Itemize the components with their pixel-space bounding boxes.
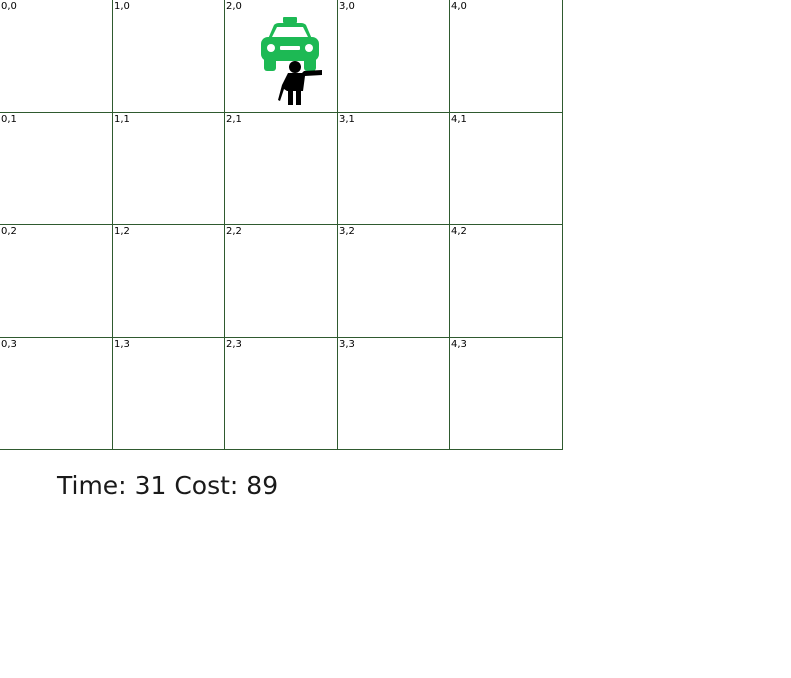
- grid-cell: 2,2: [225, 225, 338, 338]
- cell-coordinate-label: 1,1: [114, 114, 130, 125]
- cell-coordinate-label: 1,3: [114, 339, 130, 350]
- taxi-icon: [261, 17, 319, 71]
- grid-cell: 1,2: [113, 225, 225, 338]
- grid-cell: 3,3: [338, 338, 450, 450]
- grid-cell: 2,0: [225, 0, 338, 113]
- grid-cell: 1,0: [113, 0, 225, 113]
- status-bar: Time: 31 Cost: 89: [57, 470, 278, 502]
- grid-cell: 3,1: [338, 113, 450, 225]
- cell-coordinate-label: 3,1: [339, 114, 355, 125]
- grid-cell: 0,0: [0, 0, 113, 113]
- cell-coordinate-label: 0,3: [1, 339, 17, 350]
- cell-coordinate-label: 3,2: [339, 226, 355, 237]
- cell-coordinate-label: 0,2: [1, 226, 17, 237]
- grid-cell: 4,1: [450, 113, 563, 225]
- time-label: Time:: [57, 471, 127, 500]
- cell-coordinate-label: 3,3: [339, 339, 355, 350]
- grid-cell: 1,1: [113, 113, 225, 225]
- cost-label: Cost:: [174, 471, 239, 500]
- cell-coordinate-label: 4,1: [451, 114, 467, 125]
- cell-coordinate-label: 2,2: [226, 226, 242, 237]
- cell-coordinate-label: 0,1: [1, 114, 17, 125]
- cell-coordinate-label: 3,0: [339, 1, 355, 12]
- grid-cell: 1,3: [113, 338, 225, 450]
- cell-coordinate-label: 1,2: [114, 226, 130, 237]
- hailing-person-icon: [278, 61, 322, 105]
- grid-cell: 3,2: [338, 225, 450, 338]
- grid-cell: 0,3: [0, 338, 113, 450]
- grid-cell: 4,0: [450, 0, 563, 113]
- cost-value: 89: [246, 471, 279, 500]
- cell-coordinate-label: 2,3: [226, 339, 242, 350]
- city-grid: 0,0 1,0 2,0 3,0 4,0 0,1 1,1 2,1 3,1 4,1 0,2 1,2 2,2 3…: [0, 0, 564, 451]
- grid-cell: 0,2: [0, 225, 113, 338]
- cell-coordinate-label: 2,1: [226, 114, 242, 125]
- grid-cell: 4,3: [450, 338, 563, 450]
- cell-coordinate-label: 4,3: [451, 339, 467, 350]
- cell-coordinate-label: 4,0: [451, 1, 467, 12]
- cell-coordinate-label: 0,0: [1, 1, 17, 12]
- grid-cell: 4,2: [450, 225, 563, 338]
- grid-cell: 2,1: [225, 113, 338, 225]
- cell-coordinate-label: 1,0: [114, 1, 130, 12]
- time-value: 31: [134, 471, 167, 500]
- cell-coordinate-label: 4,2: [451, 226, 467, 237]
- cell-coordinate-label: 2,0: [226, 1, 242, 12]
- grid-cell: 3,0: [338, 0, 450, 113]
- grid-cell: 2,3: [225, 338, 338, 450]
- grid-cell: 0,1: [0, 113, 113, 225]
